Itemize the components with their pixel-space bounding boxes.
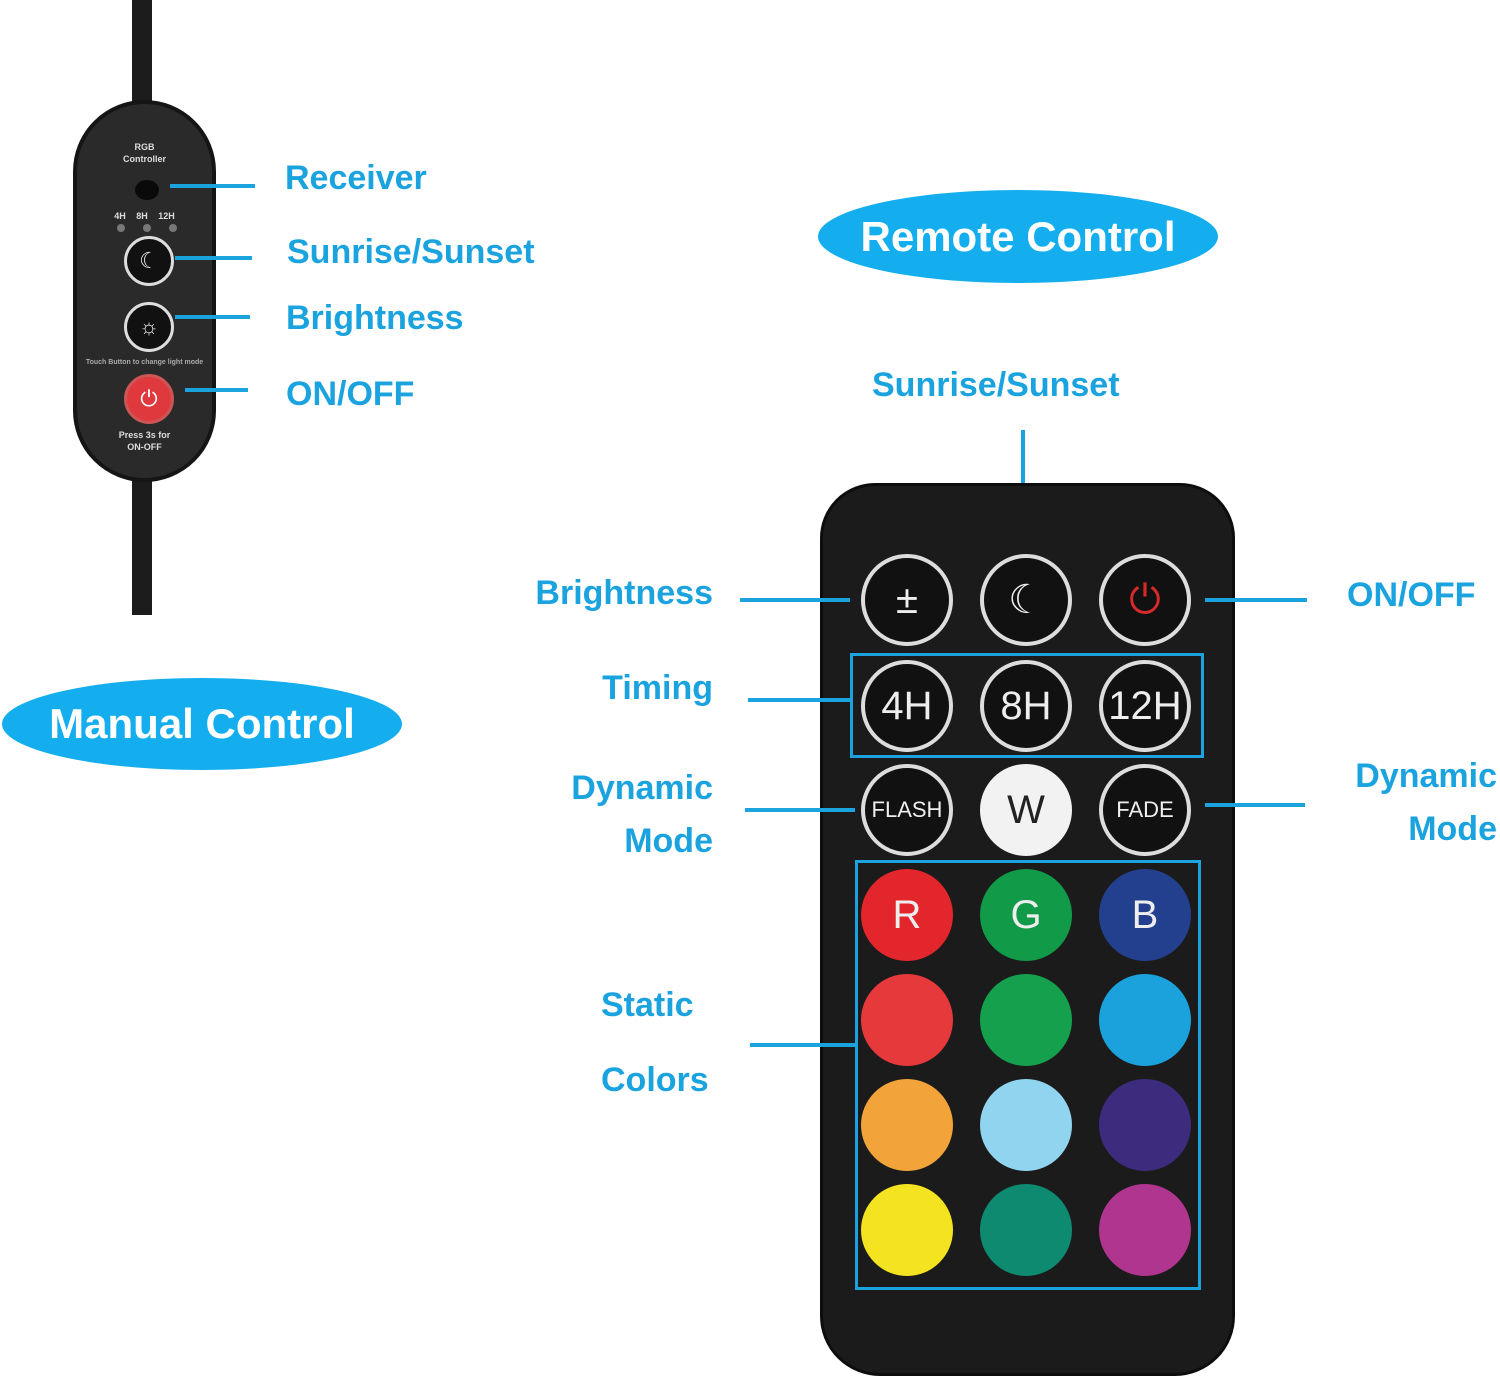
timer-12h: 12H	[158, 211, 175, 221]
button-label: R	[892, 892, 922, 937]
button-label: 8H	[1000, 683, 1052, 728]
power-icon: ⏻	[140, 386, 158, 411]
pointer-line	[170, 184, 255, 188]
color-button[interactable]	[861, 1184, 953, 1276]
timer-indicators: 4H 8H 12H	[77, 211, 212, 221]
label-line: Mode	[624, 822, 713, 861]
label-on-off: ON/OFF	[286, 375, 415, 413]
button-label: FLASH	[871, 797, 943, 822]
blue-button[interactable]: B	[1099, 869, 1191, 961]
label-sunrise-sunset: Sunrise/Sunset	[872, 366, 1120, 404]
press-hint: Press 3s for	[118, 430, 171, 440]
green-button[interactable]: G	[980, 869, 1072, 961]
button-label: G	[1010, 892, 1042, 937]
button-label: 4H	[881, 683, 933, 728]
led-dot	[143, 224, 151, 232]
pointer-line	[1205, 598, 1307, 602]
moon-sun-icon: ☾	[1008, 578, 1044, 622]
label-sunrise-sunset: Sunrise/Sunset	[287, 233, 535, 271]
fade-button[interactable]: FADE	[1099, 764, 1191, 856]
brand-text: RGB	[134, 142, 155, 152]
power-button[interactable]: ⏻	[124, 374, 174, 424]
sunrise-sunset-button[interactable]: ☾	[124, 236, 174, 286]
brightness-icon: ±	[896, 577, 918, 622]
flash-button[interactable]: FLASH	[861, 764, 953, 856]
color-button[interactable]	[980, 1184, 1072, 1276]
cable	[132, 478, 152, 615]
led-dot	[117, 224, 125, 232]
color-button[interactable]	[861, 974, 953, 1066]
moon-sun-icon: ☾	[139, 248, 159, 273]
pointer-line	[185, 388, 248, 392]
color-button[interactable]	[1099, 1184, 1191, 1276]
press-hint: ON-OFF	[127, 442, 162, 452]
cable	[132, 0, 152, 102]
label-brightness: Brightness	[535, 574, 713, 612]
timer-8h: 8H	[136, 211, 148, 221]
remote-control-title: Remote Control	[818, 190, 1218, 283]
power-button[interactable]: ⏻	[1099, 554, 1191, 646]
manual-control-title: Manual Control	[2, 678, 402, 770]
timer-4h-button[interactable]: 4H	[861, 660, 953, 752]
touch-hint: Touch Button to change light mode	[85, 359, 204, 366]
label-on-off: ON/OFF	[1347, 576, 1476, 614]
label-line: Mode	[1408, 810, 1497, 849]
red-button[interactable]: R	[861, 869, 953, 961]
label-receiver: Receiver	[285, 159, 427, 197]
label-line: Dynamic	[571, 769, 713, 807]
sun-icon: ☼	[138, 314, 160, 339]
label-line: Dynamic	[1355, 757, 1497, 795]
timer-8h-button[interactable]: 8H	[980, 660, 1072, 752]
ir-receiver	[135, 180, 159, 200]
timer-4h: 4H	[114, 211, 126, 221]
static-colors-group-box	[855, 860, 1201, 1290]
pointer-line	[748, 698, 850, 702]
button-label: FADE	[1116, 797, 1174, 822]
brightness-button[interactable]: ☼	[124, 302, 174, 352]
brand-text: Controller	[122, 154, 166, 164]
pointer-line	[175, 315, 250, 319]
color-button[interactable]	[1099, 1079, 1191, 1171]
button-label: B	[1131, 892, 1159, 937]
pointer-line	[745, 808, 855, 812]
inline-controller: RGB Controller 4H 8H 12H ☾ ☼ Touch Butto…	[73, 100, 216, 482]
power-icon: ⏻	[1129, 577, 1161, 622]
label-timing: Timing	[602, 669, 713, 707]
pointer-line	[750, 1043, 855, 1047]
timer-12h-button[interactable]: 12H	[1099, 660, 1191, 752]
sunrise-sunset-button[interactable]: ☾	[980, 554, 1072, 646]
color-button[interactable]	[861, 1079, 953, 1171]
color-button[interactable]	[980, 1079, 1072, 1171]
button-label: W	[1007, 787, 1045, 832]
pointer-line	[1205, 803, 1305, 807]
led-dot	[169, 224, 177, 232]
white-button[interactable]: W	[980, 764, 1072, 856]
color-button[interactable]	[980, 974, 1072, 1066]
brightness-button[interactable]: ±	[861, 554, 953, 646]
pointer-line	[740, 598, 850, 602]
label-brightness: Brightness	[286, 299, 464, 337]
timing-group-box	[850, 653, 1204, 758]
label-colors: Colors	[601, 1061, 709, 1099]
button-label: 12H	[1108, 683, 1182, 728]
color-button[interactable]	[1099, 974, 1191, 1066]
pointer-line	[175, 256, 252, 260]
label-static: Static	[601, 986, 694, 1024]
